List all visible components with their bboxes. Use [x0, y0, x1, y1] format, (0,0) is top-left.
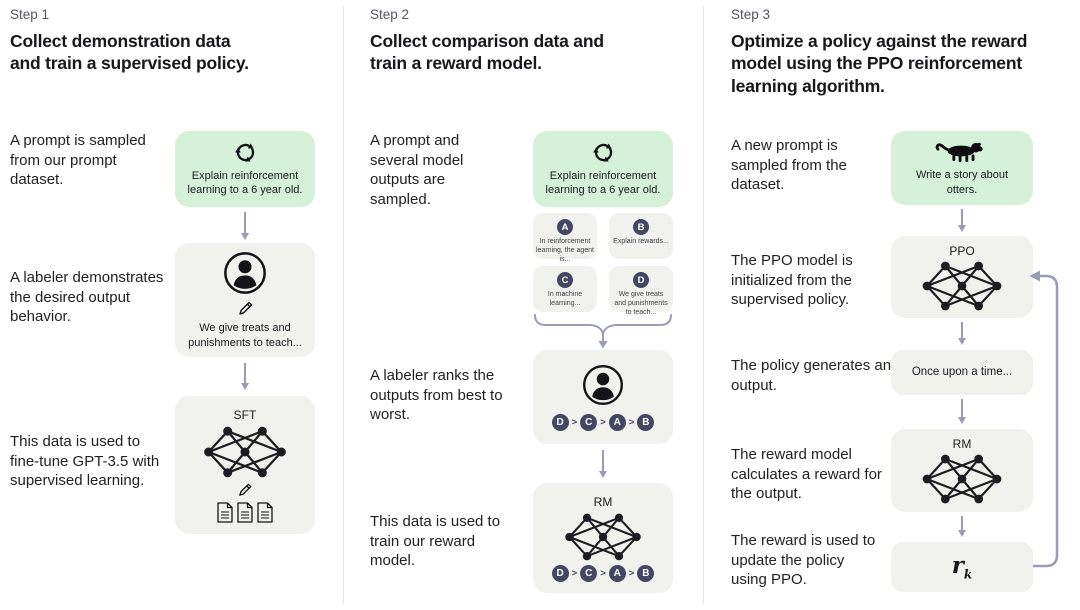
- neural-net-icon: [565, 513, 641, 560]
- step1-labeler-box: We give treats and punishments to teach.…: [175, 243, 315, 357]
- step1-caption-data: This data is used to fine-tune GPT-3.5 w…: [10, 433, 160, 489]
- output-text-d: We give treats and punishments to teach.…: [614, 291, 668, 316]
- step2-title: Collect comparison data and train a rewa…: [370, 31, 604, 74]
- flow-arrow: [957, 209, 966, 232]
- rank-chip: B: [637, 564, 655, 582]
- ranking-row: D > C > A > B: [551, 414, 655, 431]
- step1-prompt-box: Explain reinforcement learning to a 6 ye…: [175, 131, 315, 207]
- flow-arrow: [957, 399, 966, 424]
- output-letter-c: C: [557, 272, 573, 288]
- rank-chip: D: [551, 414, 569, 431]
- step3-rm-box: RM: [891, 429, 1033, 512]
- rank-chip: C: [580, 564, 598, 582]
- step3-caption-prompt: A new prompt is sampled from the dataset…: [731, 137, 847, 193]
- output-letter-d: D: [633, 272, 649, 288]
- rank-chip: C: [580, 414, 598, 431]
- output-text-c: In machine learning...: [547, 291, 583, 307]
- flow-arrow: [957, 322, 966, 345]
- step2-caption-data: This data is used to train our reward mo…: [370, 513, 501, 569]
- rank-separator: >: [600, 567, 606, 579]
- column-divider-2: [703, 6, 704, 604]
- step3-prompt-text: Write a story about otters.: [915, 169, 1009, 196]
- step3-reward-box: rk: [891, 542, 1033, 592]
- rm-label: RM: [593, 494, 613, 509]
- documents-icon: [217, 501, 273, 523]
- step2-caption-prompt: A prompt and several model outputs are s…: [370, 132, 464, 208]
- output-box-c: C In machine learning...: [533, 266, 597, 312]
- step3-caption-output: The policy generates an output.: [731, 357, 892, 394]
- neural-net-icon: [204, 426, 286, 477]
- step2-prompt-box: Explain reinforcement learning to a 6 ye…: [533, 131, 673, 207]
- flow-arrow: [240, 363, 249, 390]
- labeler-person-icon: [583, 365, 623, 405]
- step1-label: Step 1: [10, 7, 50, 22]
- rank-separator: >: [571, 417, 578, 428]
- output-text-b: Explain rewards...: [613, 238, 669, 245]
- rank-separator: >: [571, 567, 578, 579]
- step2-caption-labeler: A labeler ranks the outputs from best to…: [370, 367, 503, 423]
- step1-title: Collect demonstration data and train a s…: [10, 31, 249, 74]
- rank-chip: B: [637, 414, 655, 431]
- pencil-icon: [239, 483, 252, 496]
- output-letter-b: B: [633, 219, 649, 235]
- step3-output-box: Once upon a time...: [891, 350, 1033, 395]
- output-box-a: A In reinforcement learning, the agent i…: [533, 213, 597, 263]
- output-box-b: B Explain rewards...: [609, 213, 673, 259]
- step3-caption-reward: The reward model calculates a reward for…: [731, 446, 882, 502]
- step1-caption-prompt: A prompt is sampled from our prompt data…: [10, 132, 146, 188]
- cycle-icon: [234, 143, 254, 162]
- rank-separator: >: [628, 567, 635, 579]
- column-divider-1: [343, 6, 344, 604]
- flow-arrow: [240, 212, 249, 240]
- step2-ranker-box: D > C > A > B: [533, 350, 673, 444]
- step1-demo-text: We give treats and punishments to teach.…: [188, 322, 302, 349]
- step2-prompt-text: Explain reinforcement learning to a 6 ye…: [545, 169, 661, 196]
- step3-title: Optimize a policy against the reward mod…: [731, 31, 1028, 96]
- rank-separator: >: [628, 417, 635, 428]
- flow-arrow: [957, 516, 966, 537]
- output-letter-a: A: [557, 219, 573, 235]
- step2-rm-box: RM D > C > A >: [533, 483, 673, 593]
- flow-arrow: [598, 450, 607, 478]
- pencil-icon: [238, 301, 252, 315]
- ppo-label: PPO: [949, 243, 975, 258]
- step3-prompt-box: Write a story about otters.: [891, 131, 1033, 205]
- step3-label: Step 3: [731, 7, 771, 22]
- reward-symbol: rk: [951, 552, 973, 582]
- step1-sft-box: SFT: [175, 396, 315, 534]
- rank-chip: A: [608, 414, 626, 431]
- step3-ppo-box: PPO: [891, 236, 1033, 318]
- neural-net-icon: [922, 261, 1002, 310]
- brace-merge-arrow: [534, 314, 672, 349]
- step3-caption-update: The reward is used to update the policy …: [731, 532, 876, 588]
- rm-label: RM: [952, 437, 972, 451]
- neural-net-icon: [922, 454, 1002, 504]
- labeler-person-icon: [224, 252, 266, 295]
- step1-caption-labeler: A labeler demonstrates the desired outpu…: [10, 269, 164, 325]
- sft-label: SFT: [233, 407, 257, 422]
- output-text-a: In reinforcement learning, the agent is.…: [536, 238, 594, 263]
- rank-chip: D: [551, 564, 569, 582]
- step3-caption-ppo: The PPO model is initialized from the su…: [731, 252, 853, 308]
- otter-icon: [935, 142, 983, 163]
- step3-output-text: Once upon a time...: [911, 366, 1013, 379]
- rank-separator: >: [600, 417, 606, 428]
- step2-label: Step 2: [370, 7, 410, 22]
- rank-chip: A: [608, 564, 626, 582]
- feedback-loop-arrow: [1029, 270, 1059, 568]
- step1-prompt-text: Explain reinforcement learning to a 6 ye…: [187, 169, 303, 196]
- cycle-icon: [592, 143, 612, 162]
- ranking-row: D > C > A > B: [551, 564, 655, 582]
- output-box-d: D We give treats and punishments to teac…: [609, 266, 673, 316]
